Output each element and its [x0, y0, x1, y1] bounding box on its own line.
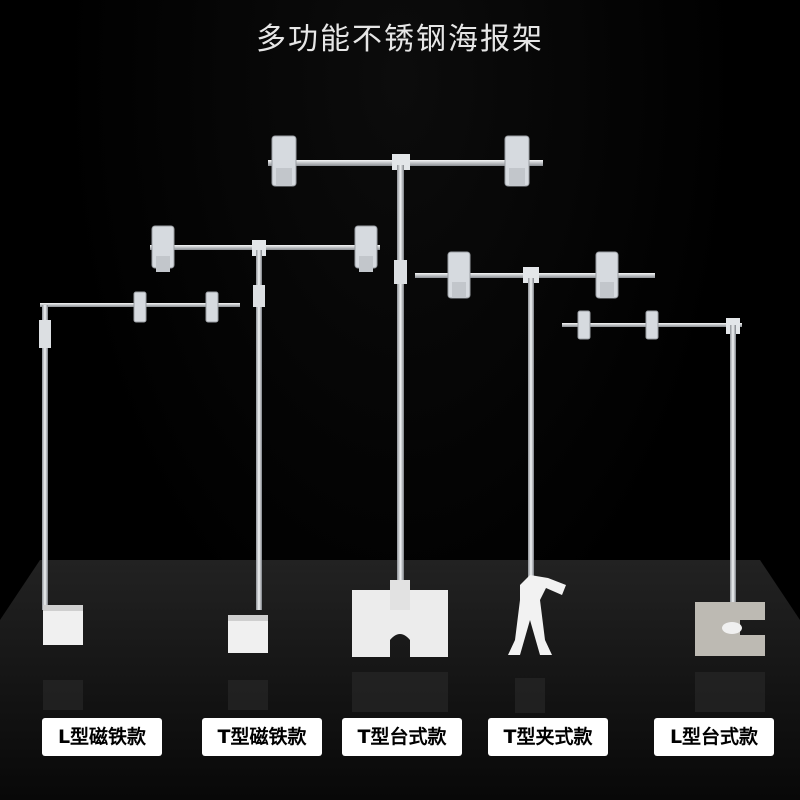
- pole-collar: [39, 320, 51, 348]
- t-joint: [252, 240, 266, 256]
- pole: [730, 325, 736, 615]
- pole: [256, 250, 262, 610]
- pole: [528, 278, 534, 578]
- clamp-base: [508, 575, 566, 655]
- stand-t-desktop: [268, 135, 543, 712]
- reflection: [228, 680, 268, 710]
- magnet-base: [43, 605, 83, 645]
- clip-icon: [151, 225, 175, 272]
- t-joint: [523, 267, 539, 283]
- clip-icon: [133, 291, 147, 323]
- stand-l-desktop: [562, 310, 765, 712]
- t-joint: [392, 154, 410, 170]
- clip-icon: [354, 225, 378, 272]
- pole-collar: [253, 285, 265, 307]
- label-l-desktop: L型台式款: [654, 718, 774, 756]
- pole-collar: [394, 260, 407, 284]
- clip-icon: [504, 135, 530, 187]
- pole: [397, 165, 404, 585]
- label-t-desktop: T型台式款: [342, 718, 462, 756]
- clip-icon: [447, 251, 471, 299]
- stand-l-magnetic: [39, 291, 240, 710]
- label-t-clamp: T型夹式款: [488, 718, 608, 756]
- stand-t-magnetic: [150, 225, 380, 710]
- label-t-magnetic: T型磁铁款: [202, 718, 322, 756]
- clip-icon: [645, 310, 659, 340]
- reflection: [515, 678, 545, 713]
- stand-t-clamp: [415, 251, 655, 713]
- clip-icon: [595, 251, 619, 299]
- clip-icon: [271, 135, 297, 187]
- reflection: [352, 672, 448, 712]
- page-title: 多功能不锈钢海报架: [256, 22, 544, 57]
- label-l-magnetic: L型磁铁款: [42, 718, 162, 756]
- desktop-base: [352, 590, 448, 657]
- clip-icon: [205, 291, 219, 323]
- reflection: [695, 672, 765, 712]
- reflection: [43, 680, 83, 710]
- magnet-base: [228, 615, 268, 653]
- clip-icon: [577, 310, 591, 340]
- pole: [42, 305, 48, 610]
